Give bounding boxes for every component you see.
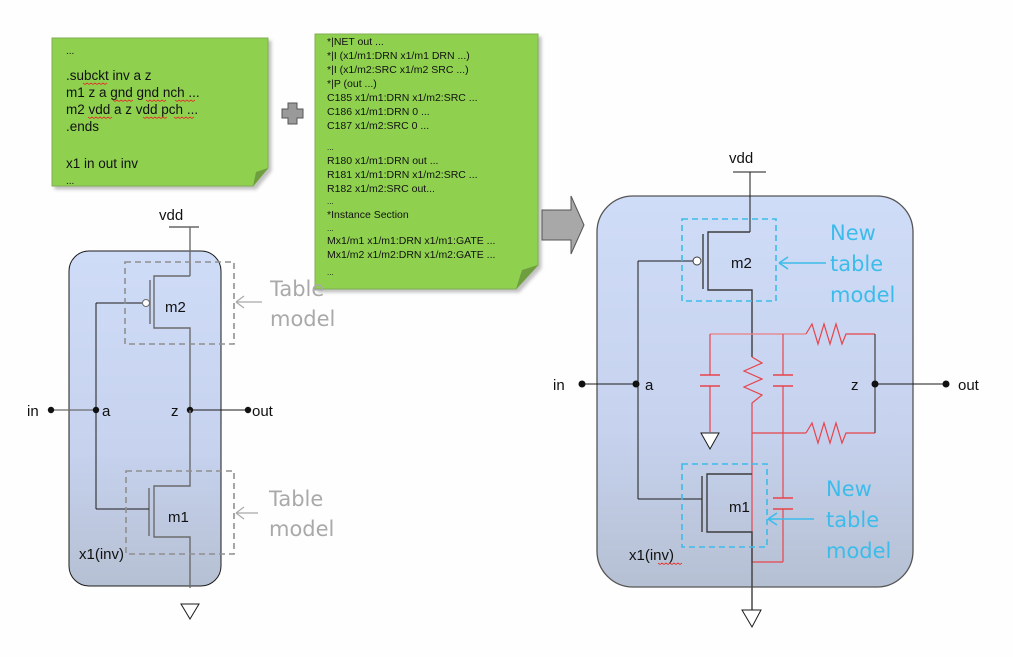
parasitic-rc-network (700, 321, 875, 563)
vdd-label: vdd (729, 150, 753, 167)
new-table-model-label: New (830, 221, 876, 245)
spf-line: *|I (x1/m1:DRN x1/m1 DRN ...) (327, 50, 470, 62)
out-port-label: out (958, 377, 980, 394)
out-port-dot (942, 380, 950, 388)
spf-line: *|I (x1/m2:SRC x1/m2 SRC ...) (327, 64, 469, 76)
new-table-model-label: model (830, 283, 895, 307)
resistor-r181 (742, 356, 764, 562)
left-arrow-icon (767, 512, 814, 526)
spf-line: R180 x1/m1:DRN out ... (327, 155, 438, 167)
ground-icon (180, 603, 200, 620)
spf-line: Mx1/m1 x1/m1:DRN x1/m1:GATE ... (327, 235, 495, 247)
instance-label: x1(inv) (79, 546, 124, 563)
right-arrow-icon (541, 195, 585, 255)
node-a-dot (632, 380, 640, 388)
node-a-label: a (645, 377, 654, 394)
node-z-label: z (171, 403, 179, 420)
table-model-label: model (269, 517, 334, 541)
pmos-label: m2 (731, 255, 752, 272)
new-table-model-label: table (826, 508, 879, 532)
spf-line: ... (327, 268, 334, 277)
in-port-dot (47, 406, 55, 414)
spf-line: C187 x1/m2:SRC 0 ... (327, 120, 429, 132)
pmos-new-table-model-callout: New table model (778, 221, 895, 307)
spf-line: *|P (out ...) (327, 78, 377, 90)
spf-line: ... (327, 197, 334, 206)
spf-line: ... (327, 143, 334, 152)
instance-label: x1(inv) (629, 547, 674, 564)
ground-icon (700, 432, 720, 451)
left-arrow-icon (235, 295, 262, 309)
netlist-note: ... .subckt inv a z m1 z a gnd gnd nch .… (51, 37, 269, 187)
netlist-line: ... (66, 176, 74, 187)
netlist-line: m2 vdd a z vdd pch ... (66, 102, 198, 117)
spf-line: *Instance Section (327, 209, 409, 221)
netlist-line: .ends (66, 119, 99, 134)
spf-line: R181 x1/m1:DRN x1/m2:SRC ... (327, 169, 478, 181)
nmos-new-table-model-box (681, 463, 768, 548)
nmos-transistor: m1 (638, 473, 753, 610)
out-port-dot (244, 406, 252, 414)
node-a-dot (92, 406, 100, 414)
table-model-label: model (270, 307, 335, 331)
spellcheck-underline (112, 99, 196, 102)
netlist-line: x1 in out inv (66, 156, 138, 171)
spellcheck-underline (657, 562, 683, 565)
spf-line: ... (327, 224, 334, 233)
pmos-table-model-box (124, 261, 235, 345)
nmos-label: m1 (168, 509, 189, 526)
new-table-model-label: New (826, 477, 872, 501)
spellcheck-underline (82, 82, 108, 85)
ground-icon (741, 609, 762, 629)
node-a-label: a (102, 403, 111, 420)
right-inverter-circuit: vdd m2 New table model in a (553, 150, 980, 629)
new-table-model-label: model (826, 539, 891, 563)
pmos-new-table-model-box (681, 218, 777, 302)
spf-line: Mx1/m2 x1/m2:DRN x1/m2:GATE ... (327, 249, 495, 261)
nmos-table-model-callout: Table model (235, 487, 334, 541)
nmos-new-table-model-callout: New table model (767, 477, 891, 563)
spf-line: R182 x1/m2:SRC out... (327, 183, 435, 195)
nmos-table-model-box (125, 470, 235, 555)
resistor-r180 (805, 420, 875, 446)
cell-boundary (68, 250, 222, 587)
spf-line: *|NET out ... (327, 36, 384, 48)
in-port-label: in (27, 403, 39, 420)
pmos-transistor: m2 (638, 231, 753, 357)
node-z-dot (871, 380, 879, 388)
table-model-label: Table (268, 487, 323, 511)
spf-line: C186 x1/m1:DRN 0 ... (327, 106, 430, 118)
new-table-model-label: table (830, 252, 883, 276)
in-port-label: in (553, 377, 565, 394)
vdd-label: vdd (159, 207, 183, 224)
spf-line: C185 x1/m1:DRN x1/m2:SRC ... (327, 92, 478, 104)
left-arrow-icon (235, 506, 258, 520)
pmos-label: m2 (165, 299, 186, 316)
spf-parasitics-note: *|NET out ... *|I (x1/m1:DRN x1/m1 DRN .… (314, 33, 539, 290)
netlist-line: ... (66, 46, 74, 57)
spellcheck-underline (87, 116, 195, 119)
note-folded-corner (253, 168, 268, 186)
node-z-label: z (851, 377, 859, 394)
netlist-line: .subckt inv a z (66, 68, 152, 83)
in-port-dot (578, 380, 586, 388)
table-model-label: Table (269, 277, 324, 301)
out-port-label: out (252, 403, 274, 420)
plus-icon (281, 102, 304, 125)
left-inverter-circuit: vdd m2 Table model in a z out (27, 207, 335, 620)
nmos-transistor: m1 (96, 410, 191, 588)
resistor-r182 (805, 321, 875, 347)
netlist-line: m1 z a gnd gnd nch ... (66, 85, 200, 100)
note-folded-corner (516, 265, 538, 289)
nmos-label: m1 (729, 499, 750, 516)
left-arrow-icon (778, 256, 826, 270)
pmos-transistor: m2 (96, 275, 191, 408)
pmos-table-model-callout: Table model (235, 277, 335, 331)
